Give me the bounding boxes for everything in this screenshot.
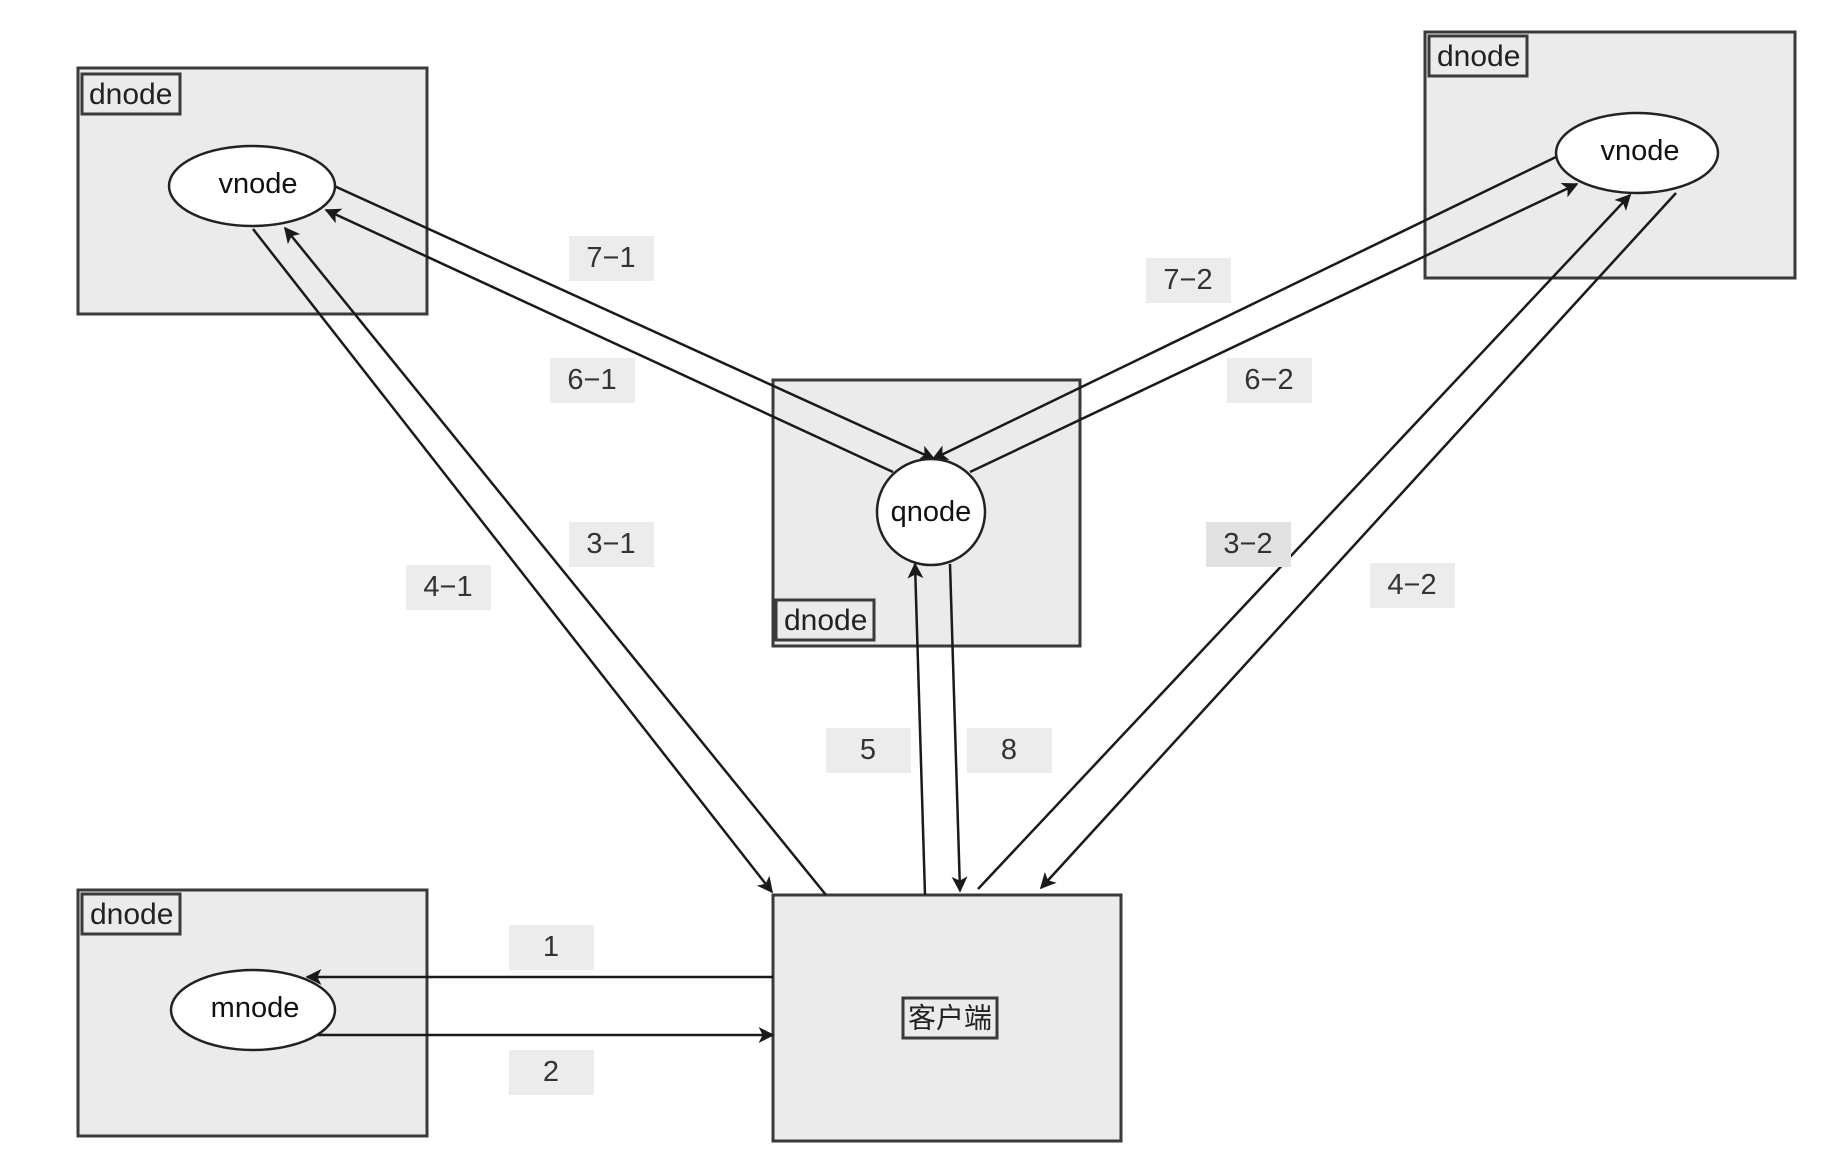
qnode-label: qnode [891, 496, 972, 528]
client-box: 客户端 [771, 893, 1123, 1143]
svg-text:1: 1 [543, 931, 559, 963]
svg-text:7−2: 7−2 [1163, 264, 1212, 296]
edge-3-2 [977, 193, 1632, 890]
svg-text:2: 2 [543, 1056, 559, 1088]
qnode: qnode [875, 457, 987, 567]
edge-4-2 [1039, 192, 1677, 890]
mnode-label: mnode [211, 992, 300, 1024]
svg-text:5: 5 [860, 734, 876, 766]
edge-label-3-2: 3−2 [1206, 522, 1291, 567]
dnode-label-top-left: dnode [89, 78, 172, 111]
svg-text:6−2: 6−2 [1244, 364, 1293, 396]
edge-6-1 [324, 208, 894, 474]
vnode-left: vnode [167, 144, 337, 228]
edge-label-6-1: 6−1 [550, 358, 635, 403]
edge-7-2 [931, 154, 1559, 461]
edge-8 [948, 563, 968, 893]
edge-label-5: 5 [826, 728, 911, 773]
mnode: mnode [169, 968, 337, 1052]
dnode-box-top-left: dnode [76, 66, 429, 316]
svg-text:3−2: 3−2 [1223, 528, 1272, 560]
edge-label-3-1: 3−1 [569, 522, 654, 567]
edge-5 [907, 562, 927, 896]
edge-label-7-1: 7−1 [569, 236, 654, 281]
edge-label-6-2: 6−2 [1227, 358, 1312, 403]
svg-text:4−1: 4−1 [423, 571, 472, 603]
dnode-label-bottom-left: dnode [90, 898, 173, 931]
dnode-label-top-right: dnode [1437, 40, 1520, 73]
client-label: 客户端 [908, 1002, 992, 1035]
svg-text:4−2: 4−2 [1387, 569, 1436, 601]
dnode-label-center: dnode [784, 604, 867, 637]
edge-3-1 [283, 226, 827, 896]
edge-label-4-1: 4−1 [406, 565, 491, 610]
edge-label-7-2: 7−2 [1146, 258, 1231, 303]
edge-label-1: 1 [509, 925, 594, 970]
edge-4-1 [252, 228, 773, 894]
vnode-right-label: vnode [1600, 135, 1679, 167]
vnode-left-label: vnode [218, 168, 297, 200]
vnode-right: vnode [1554, 111, 1720, 195]
edge-label-2: 2 [509, 1050, 594, 1095]
svg-text:8: 8 [1001, 734, 1017, 766]
edge-label-4-2: 4−2 [1370, 563, 1455, 608]
edge-label-8: 8 [967, 728, 1052, 773]
svg-text:7−1: 7−1 [586, 242, 635, 274]
edge-7-1 [331, 183, 936, 461]
edge-6-2 [969, 182, 1579, 474]
svg-text:6−1: 6−1 [567, 364, 616, 396]
svg-text:3−1: 3−1 [586, 528, 635, 560]
